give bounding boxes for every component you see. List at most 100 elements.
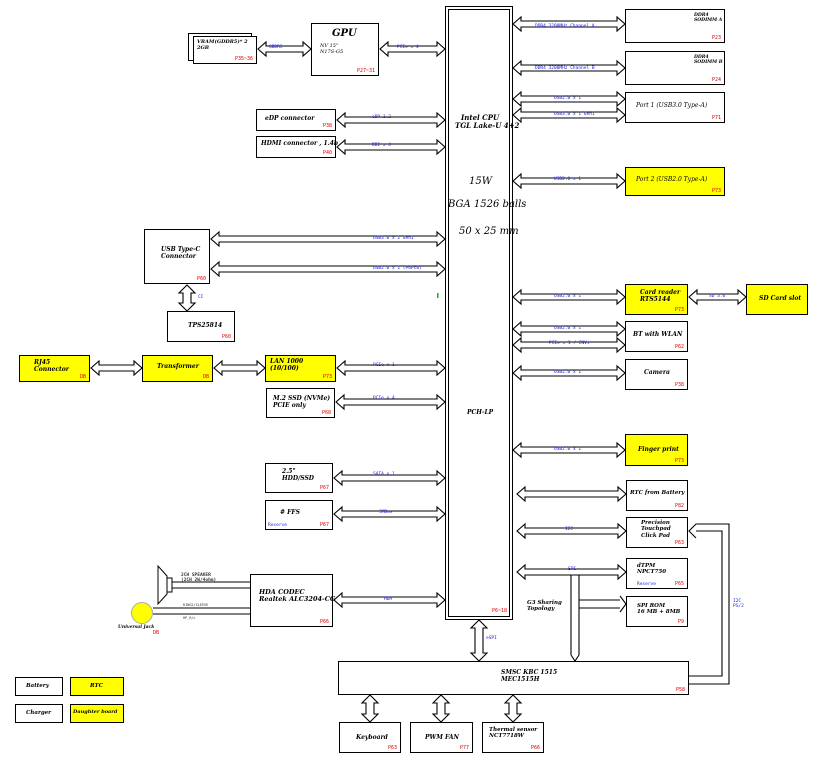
transformer-label: Transformer — [157, 363, 199, 370]
dimm-a-link-label: DDR4 3200MHz Channel A — [535, 24, 595, 29]
edp-link-label: eDP 1.2 — [372, 115, 391, 120]
legend-charger-label: Charger — [26, 710, 52, 716]
ec-page: P58 — [675, 687, 685, 693]
bt-link2-label: PCIe x 1 / CNVi — [549, 341, 590, 346]
rj45-label: RJ45 Connector — [34, 359, 69, 373]
speaker-icon — [157, 564, 173, 606]
hdmi-page: P40 — [322, 150, 332, 156]
vram-box: VRAM(GDDR5)* 2 2GB P35~36 — [193, 36, 257, 64]
espi-arrow — [469, 619, 489, 662]
gpu-model: NV 15" N17S-G5 — [320, 43, 344, 55]
vram-page: P35~36 — [234, 56, 253, 62]
thermal-label: Thermal sensor NCT7718W — [489, 727, 538, 740]
rtc-battery-page: P82 — [674, 503, 684, 509]
rtc-battery-label: RTC from Battery — [630, 490, 685, 496]
rtc-battery-box: RTC from Battery P82 — [626, 480, 688, 511]
codec-page: P66 — [319, 619, 329, 625]
cpu-size: 50 x 25 mm — [459, 226, 519, 237]
gpu-page: P27~31 — [356, 68, 375, 74]
green-marker — [437, 293, 439, 298]
card-reader-page: P73 — [674, 307, 684, 313]
transformer-lan-arrow — [213, 359, 266, 377]
usbc-label: USB Type-C Connector — [161, 246, 201, 260]
fan-arrow — [431, 694, 451, 723]
rj45-page: DB — [79, 374, 86, 380]
port2-box: Port 2 (USB2.0 Type-A) P73 — [625, 167, 725, 196]
touchpad-link-label: I2C — [565, 527, 574, 532]
ssd-page: P68 — [321, 410, 331, 416]
ffs-label: # FFS — [280, 509, 300, 516]
jack-label: Universal Jack — [118, 625, 155, 630]
usbc-box: USB Type-C Connector P60 — [144, 229, 210, 284]
keyboard-arrow — [360, 694, 380, 723]
ffs-box: # FFS Reserve P67 — [265, 500, 333, 530]
rj45-transformer-arrow — [90, 359, 143, 377]
card-reader-label: Card reader RTS5144 — [640, 289, 681, 303]
port2-link-label: USB2.0 x 1 — [554, 177, 582, 182]
tpm-label: dTPM NPCT750 — [637, 563, 667, 576]
thermal-box: Thermal sensor NCT7718W P66 — [482, 722, 544, 753]
espi-link-label: eSPI — [486, 636, 497, 641]
ffs-note: Reserve — [268, 523, 287, 528]
spi-rom-box: SPI ROM 16 MB + 8MB P9 — [626, 596, 688, 627]
touchpad-box: Precision Touchpad Click Pad P63 — [626, 517, 688, 548]
transformer-box: Transformer DB — [142, 355, 213, 382]
camera-link-label: USB2.0 x 1 — [554, 370, 582, 375]
legend-daughter-label: Daughter board — [73, 709, 118, 715]
dimm-b-label: DDR4 SODIMM B — [694, 55, 723, 66]
edp-box: eDP connector P38 — [256, 109, 336, 131]
gpu-title: GPU — [332, 28, 357, 39]
tpm-box: dTPM NPCT750 Reserve P65 — [626, 558, 688, 589]
hdd-link-label: SATA x 1 — [373, 472, 395, 477]
usbc-page: P60 — [196, 276, 206, 282]
speaker-label: 2CH SPEAKER (2CH 2W/4ohm) — [181, 573, 217, 583]
port1-box: Port 1 (USB3.0 Type-A) P71 — [625, 92, 725, 123]
legend-daughter: Daughter board — [70, 704, 124, 723]
edp-arrow — [336, 111, 446, 129]
dimm-b-page: P24 — [711, 77, 721, 83]
sd-link-label: SD 3.0 — [709, 294, 726, 299]
vram-gpu-arrow — [257, 40, 312, 58]
i2c-ps2-loop — [688, 523, 730, 685]
lan-link-label: PCIe x 1 — [373, 363, 395, 368]
bt-wlan-page: P62 — [674, 344, 684, 350]
hdd-page: P67 — [319, 485, 329, 491]
pch-label: PCH-LP — [467, 409, 494, 416]
legend-rtc-label: RTC — [90, 683, 103, 689]
vram-label: VRAM(GDDR5)* 2 2GB — [197, 39, 248, 51]
fingerprint-label: Finger print — [638, 446, 679, 453]
camera-box: Camera P38 — [625, 359, 688, 390]
cc-label: CC — [198, 295, 204, 300]
sd-slot-label: SD Card slot — [759, 295, 802, 302]
spi-link-label: SPI — [568, 567, 577, 572]
codec-link-label: HDA — [384, 597, 393, 602]
edp-page: P38 — [322, 123, 332, 129]
bt-link1-label: USB2.0 x 1 — [554, 326, 582, 331]
dimm-b-box: DDR4 SODIMM B P24 — [625, 51, 725, 85]
cpu-line2: TGL Lake-U 4+2 — [455, 121, 520, 130]
touchpad-page: P63 — [674, 540, 684, 546]
cpu-package: BGA 1526 balls — [448, 199, 527, 210]
keyboard-page: P63 — [387, 745, 397, 751]
port1-page: P71 — [711, 115, 721, 121]
lan-box: LAN 1000 (10/100) P73 — [265, 355, 336, 382]
tpm-note: Reserve — [637, 582, 656, 587]
lan-page: P73 — [322, 374, 332, 380]
rj45-box: RJ45 Connector DB — [19, 355, 90, 382]
camera-label: Camera — [644, 369, 670, 376]
usbc-link2-label: USB2.0 x 1 (P6Pc0) — [373, 266, 422, 271]
hdd-label: 2.5" HDD/SSD — [282, 468, 315, 482]
gpu-link-label: PCIe x 4 — [397, 45, 419, 50]
edp-label: eDP connector — [265, 115, 315, 122]
keyboard-box: Keyboard P63 — [339, 722, 401, 753]
hdmi-label: HDMI connector , 1.4b — [261, 140, 339, 147]
fan-label: PWM FAN — [425, 734, 460, 741]
ssd-label: M.2 SSD (NVMe) PCIE only — [273, 395, 331, 409]
tps-box: TPS25814 P60 — [167, 311, 235, 342]
cpu-power: 15W — [469, 176, 493, 187]
ec-label: SMSC KBC 1515 MEC1515H — [501, 669, 558, 683]
dimm-a-page: P23 — [711, 35, 721, 41]
thermal-page: P66 — [530, 745, 540, 751]
hdmi-link-label: DDI x 4 — [372, 143, 391, 148]
sd-slot-box: SD Card slot — [746, 284, 808, 315]
